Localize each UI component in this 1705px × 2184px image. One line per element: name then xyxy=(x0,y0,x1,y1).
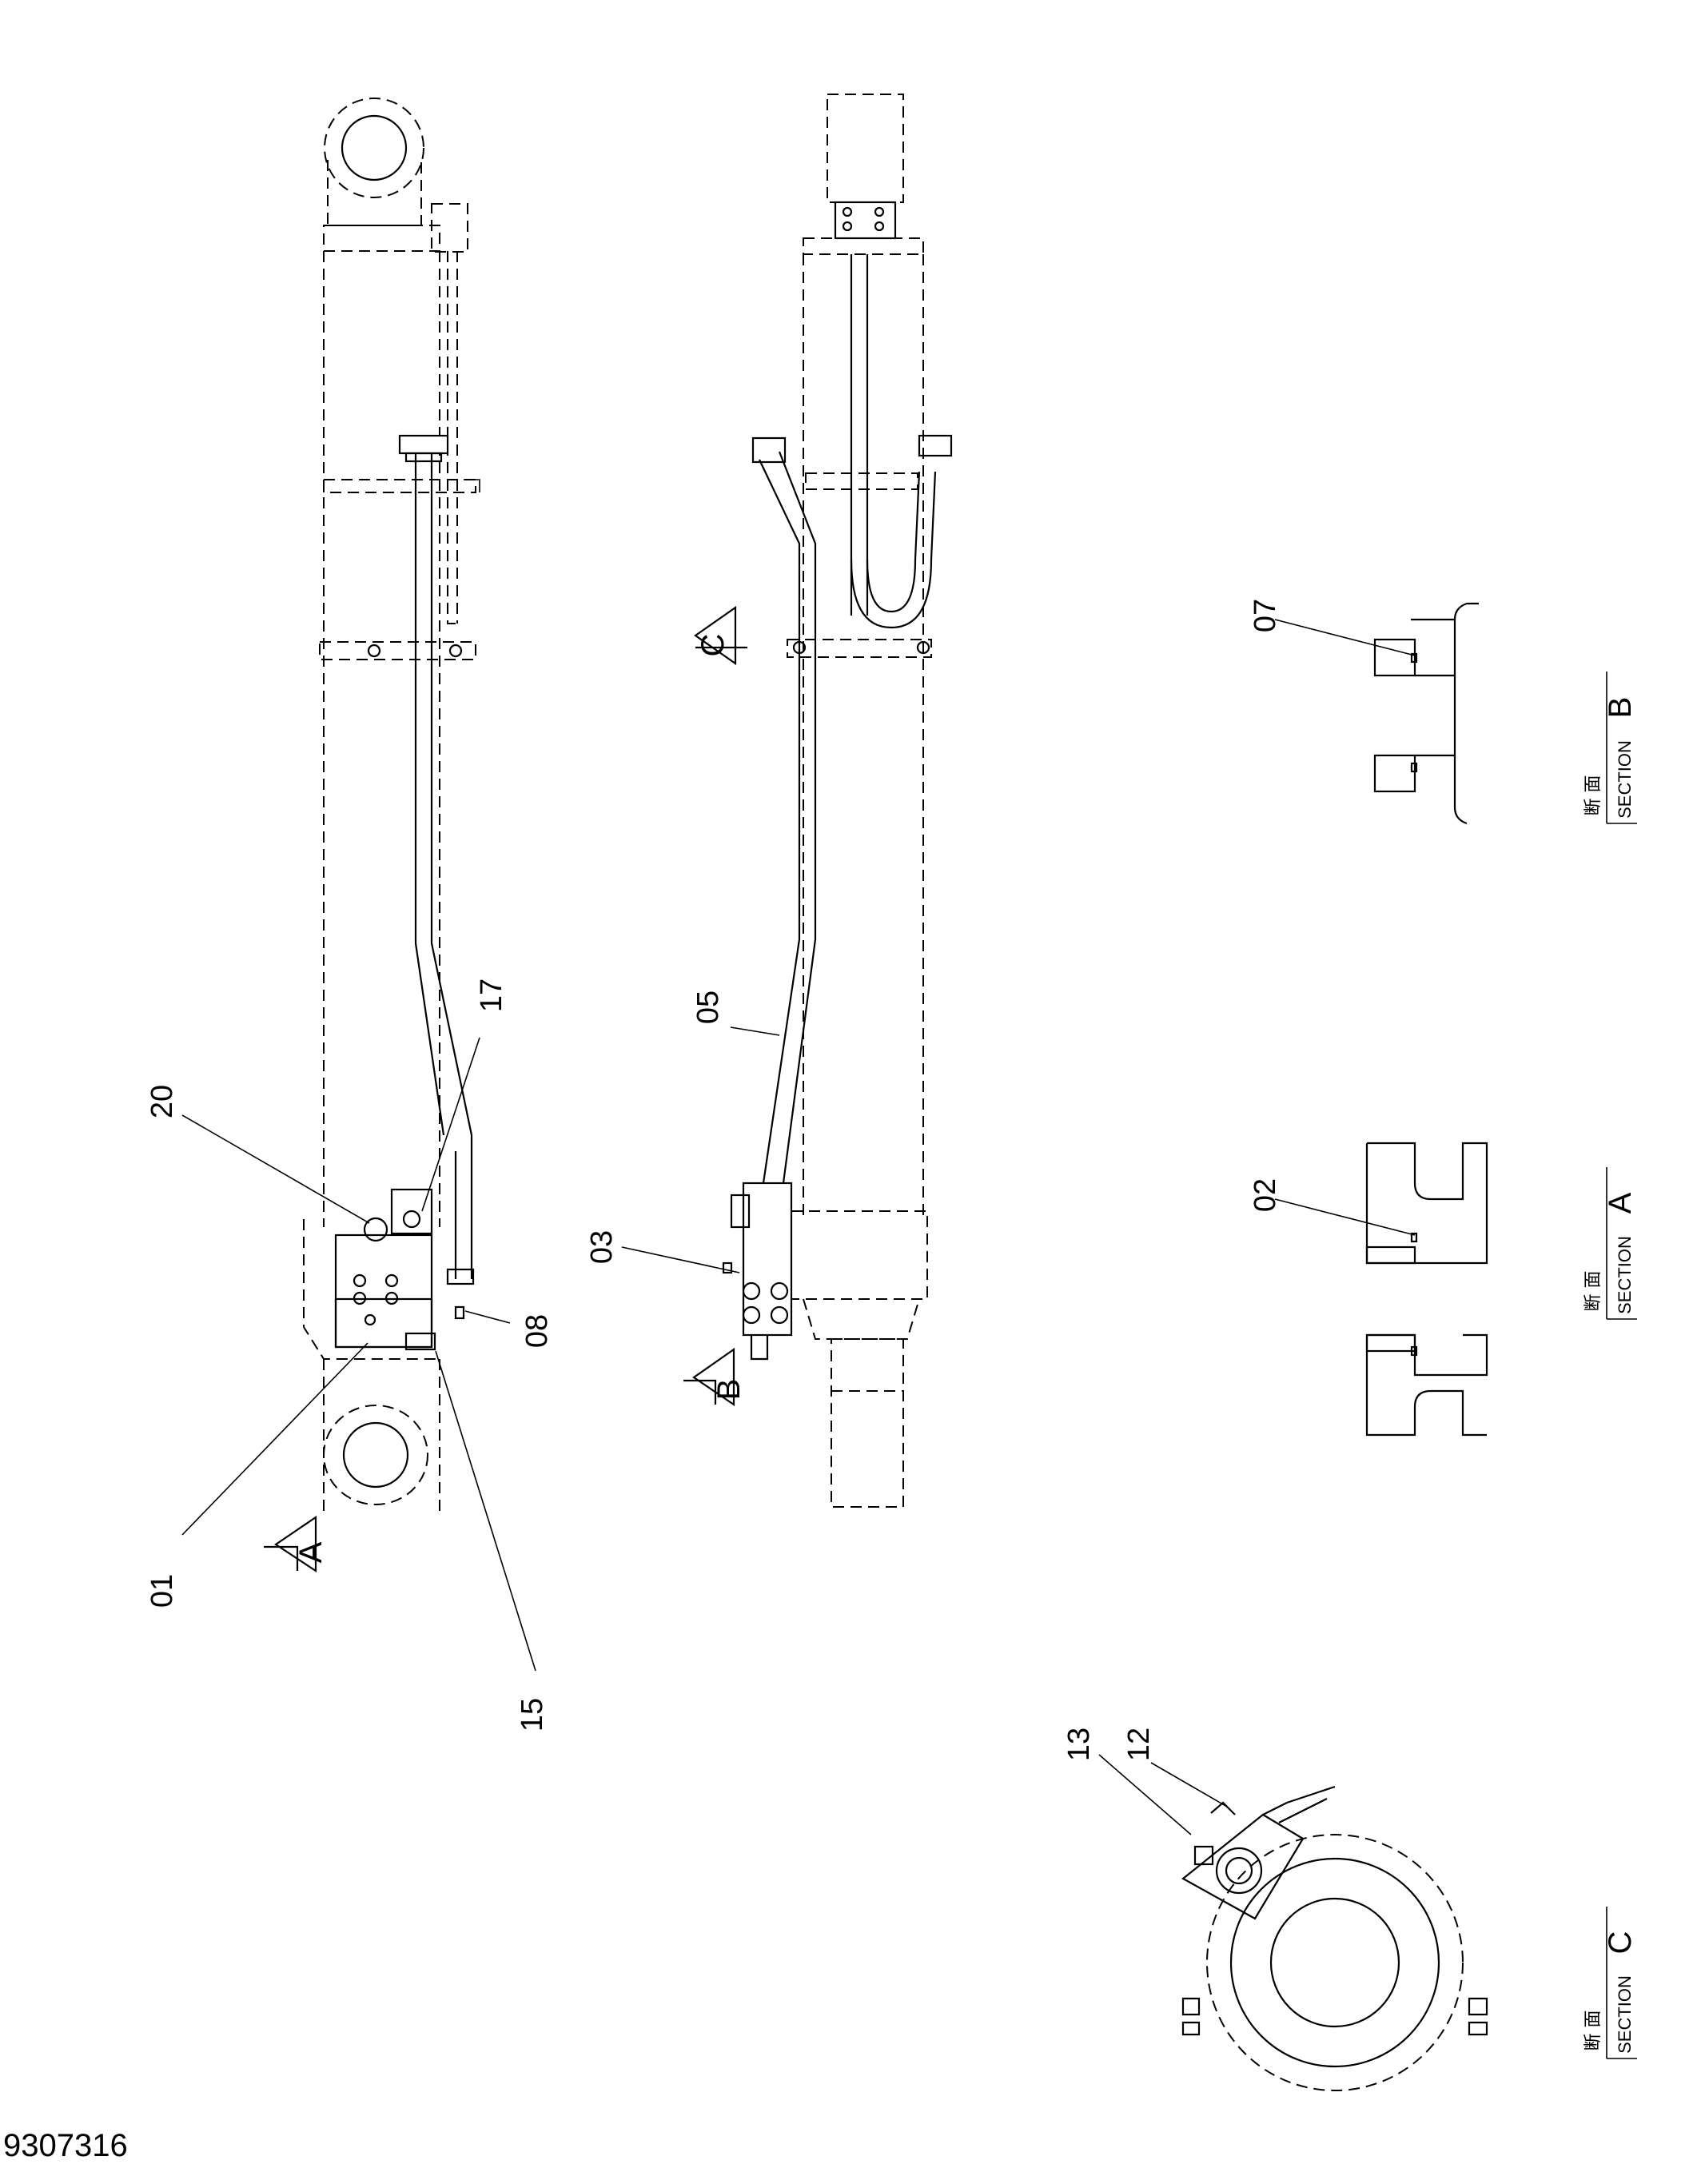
view-label-a: A xyxy=(293,1541,329,1563)
section-a-kanji: 断 面 xyxy=(1583,1271,1603,1312)
callout-15: 15 xyxy=(516,1698,549,1732)
view-arrow-b: B xyxy=(683,1347,747,1407)
section-b-detail xyxy=(1373,602,1479,825)
section-c-letter: C xyxy=(1603,1931,1638,1955)
view-arrow-c: C xyxy=(694,605,747,666)
section-b-word: SECTION xyxy=(1615,740,1635,819)
leader-lines xyxy=(181,619,1416,1835)
callout-07: 07 xyxy=(1249,599,1282,632)
section-label-b: 断 面 SECTION B xyxy=(1583,672,1638,824)
view-arrow-a: A xyxy=(264,1515,329,1573)
right-cylinder xyxy=(722,94,953,1508)
section-a-word: SECTION xyxy=(1615,1236,1635,1314)
left-cylinder xyxy=(303,98,480,1511)
section-label-c: 断 面 SECTION C xyxy=(1583,1907,1638,2059)
section-c-word: SECTION xyxy=(1615,1975,1635,2054)
view-label-c: C xyxy=(695,634,731,657)
callout-08: 08 xyxy=(520,1314,554,1348)
section-a-detail xyxy=(1365,1142,1488,1437)
section-label-a: 断 面 SECTION A xyxy=(1583,1167,1638,1320)
callout-17: 17 xyxy=(475,978,508,1012)
drawing-number: 9307316 xyxy=(3,2128,128,2163)
callout-05: 05 xyxy=(691,990,725,1024)
section-c-kanji: 断 面 xyxy=(1583,2011,1603,2051)
section-a-letter: A xyxy=(1603,1192,1638,1214)
callout-20: 20 xyxy=(145,1085,179,1118)
section-b-letter: B xyxy=(1603,697,1638,719)
section-b-kanji: 断 面 xyxy=(1583,775,1603,816)
callout-02: 02 xyxy=(1249,1178,1282,1212)
callouts: 20 17 08 01 15 03 05 07 02 13 12 xyxy=(145,599,1282,1761)
callout-12: 12 xyxy=(1122,1728,1156,1761)
view-label-b: B xyxy=(711,1379,747,1401)
callout-13: 13 xyxy=(1062,1728,1096,1761)
callout-01: 01 xyxy=(145,1574,179,1608)
section-c-detail xyxy=(1181,1785,1488,2091)
callout-03: 03 xyxy=(585,1230,619,1264)
